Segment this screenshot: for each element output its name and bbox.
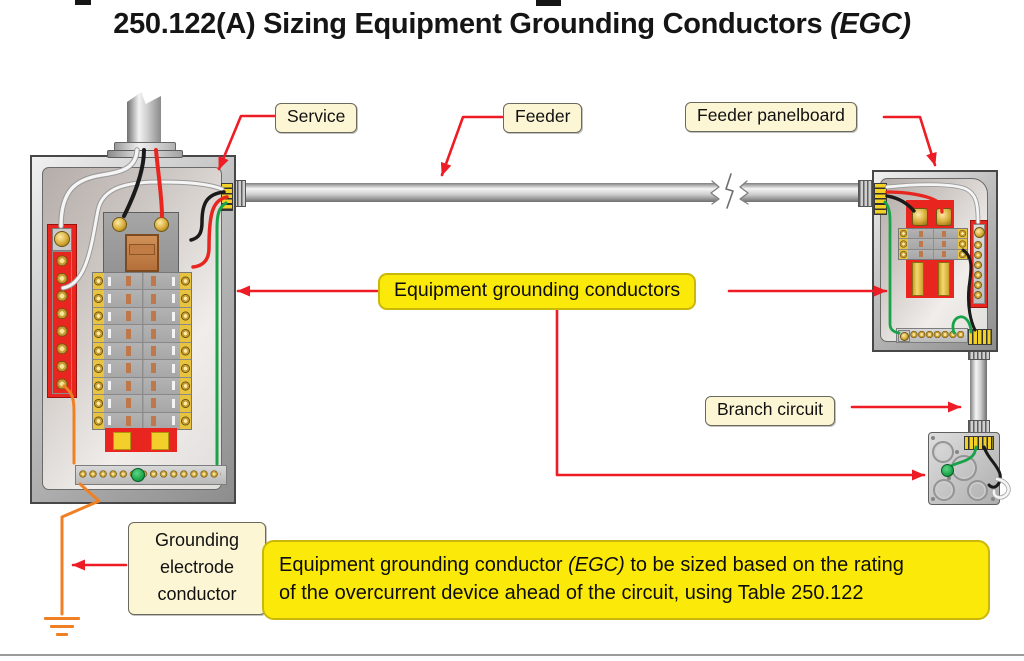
junction-green-screw <box>941 464 954 477</box>
ground-bar-green-screw <box>131 468 145 482</box>
mast-base <box>107 150 183 158</box>
knockout <box>932 441 954 463</box>
feeder-panelboard-arrow <box>882 115 937 167</box>
page-title-main: 250.122(A) Sizing Equipment Grounding Co… <box>113 8 823 40</box>
neutral-bar-screws <box>52 251 72 394</box>
note-text: Equipment grounding conductor <box>279 554 569 576</box>
feeder-conduit <box>232 183 872 202</box>
page-title: 250.122(A) Sizing Equipment Grounding Co… <box>0 8 1024 41</box>
brass-screw <box>154 217 169 232</box>
brass-screw <box>112 217 127 232</box>
conduit-connector <box>221 183 233 211</box>
bottom-rule <box>0 654 1024 656</box>
knockout <box>951 455 977 481</box>
crop-artifact <box>536 0 561 6</box>
knockout-dot <box>955 450 959 454</box>
label-feeder: Feeder <box>503 103 583 133</box>
label-service: Service <box>275 103 358 133</box>
label-branch-circuit: Branch circuit <box>705 396 836 426</box>
branch-conduit <box>970 350 987 433</box>
junction-box-connector <box>964 436 994 450</box>
box-screw <box>931 497 935 501</box>
note-box: Equipment grounding conductor (EGC) to b… <box>262 540 990 620</box>
bus-bar <box>938 262 950 296</box>
main-breaker-lug <box>125 234 159 272</box>
bus-bar <box>912 262 924 296</box>
knockout <box>967 480 988 501</box>
branch-breaker-stack <box>92 272 192 430</box>
feeder-lug <box>936 208 952 226</box>
label-grounding-electrode-conductor: Grounding electrode conductor <box>128 522 266 615</box>
label-feeder-panelboard: Feeder panelboard <box>685 102 857 132</box>
bus-terminal <box>151 432 169 450</box>
conduit-connector <box>874 183 887 215</box>
feeder-ground-bar-screws <box>910 330 964 339</box>
egc-junction-arrow <box>555 307 926 481</box>
bus-terminal <box>113 432 131 450</box>
feeder-lug <box>912 208 928 226</box>
note-text: of the overcurrent device ahead of the c… <box>279 582 864 605</box>
box-screw <box>931 436 935 440</box>
note-egc-italic: (EGC) <box>568 554 625 576</box>
page-title-suffix: (EGC) <box>830 8 911 40</box>
brass-screw <box>54 231 70 247</box>
ground-bar-screws <box>79 468 221 480</box>
knockout-dot <box>947 476 951 480</box>
feeder-arrow <box>440 115 504 177</box>
terminal-bar-screws <box>973 240 983 300</box>
crop-artifact <box>75 0 91 5</box>
box-screw <box>991 497 995 501</box>
label-equipment-grounding-conductors: Equipment grounding conductors <box>378 273 697 310</box>
note-text: to be sized based on the rating <box>624 554 904 576</box>
brass-screw <box>899 331 909 341</box>
brass-screw <box>974 227 985 238</box>
knockout <box>933 479 955 501</box>
branch-connector <box>968 329 992 345</box>
feeder-breaker-block <box>898 228 968 260</box>
